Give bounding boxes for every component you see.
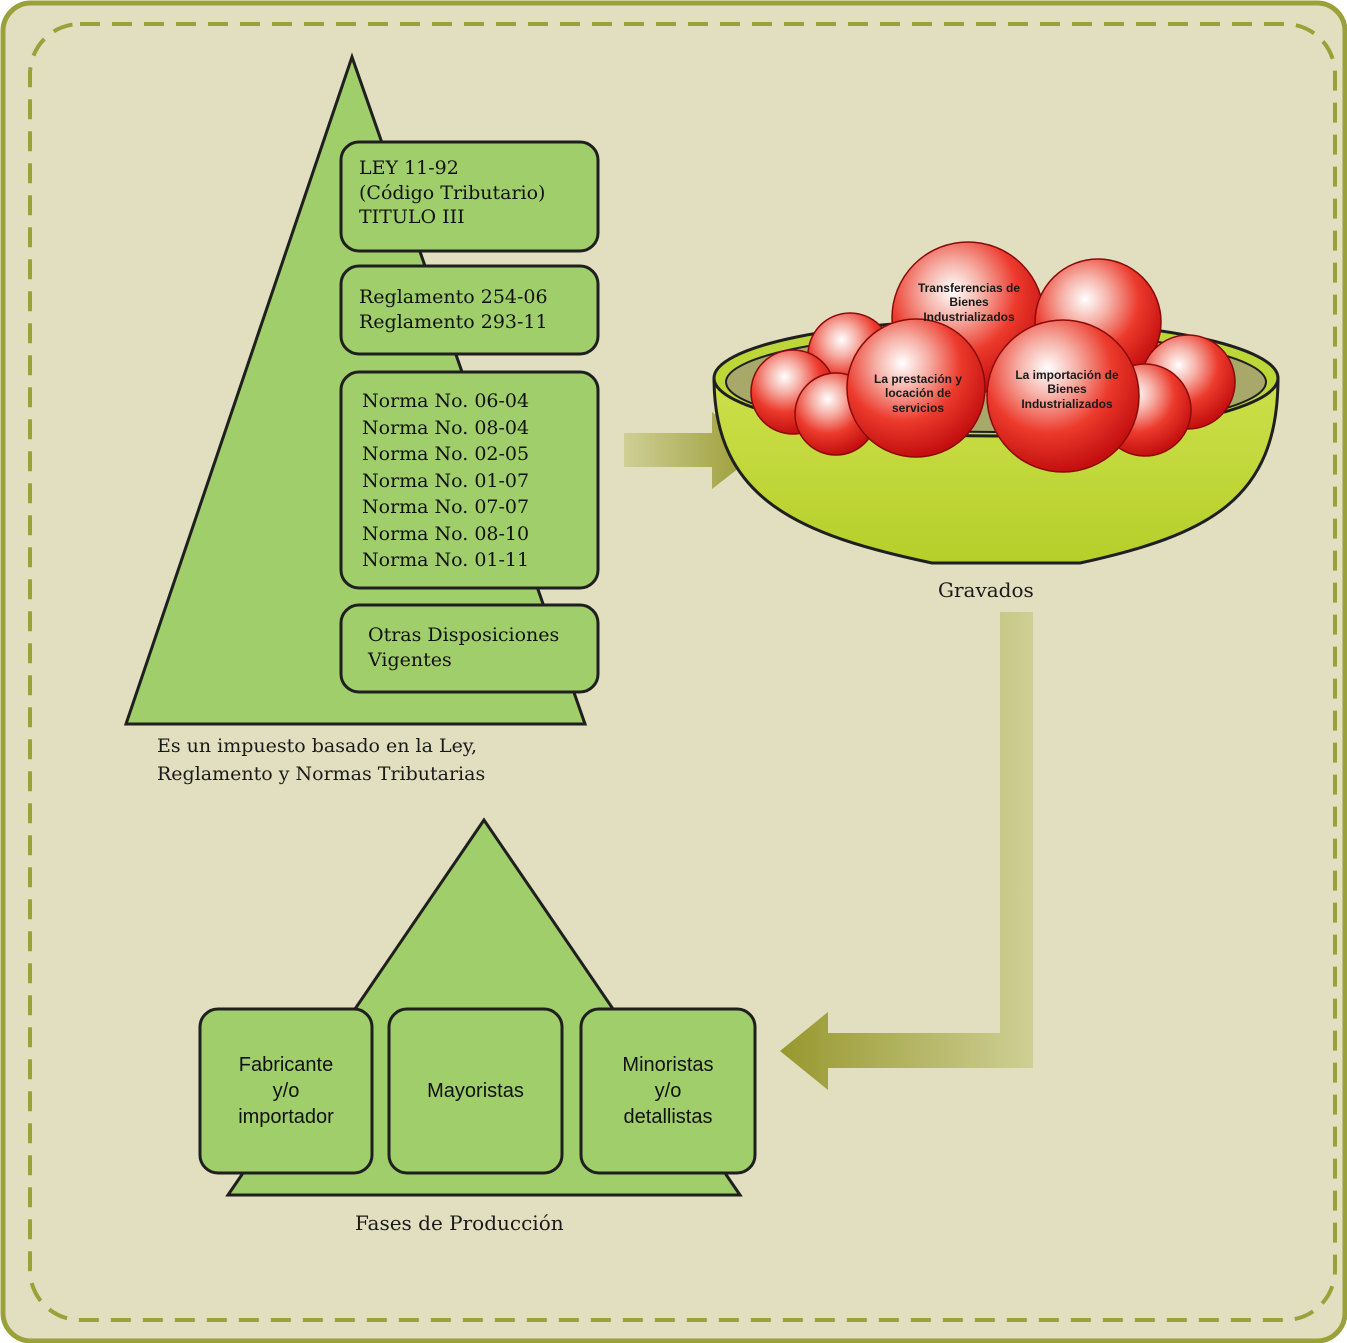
ball-prestacion: [846, 318, 986, 458]
other-provisions-text: Otras Disposiciones Vigentes: [368, 623, 559, 672]
norm-item: Norma No. 08-04: [362, 416, 530, 439]
phase-label-fabricante: Fabricante y/o importador: [238, 1054, 334, 1128]
ball-label-prestacion: La prestación y locación de servicios: [873, 372, 963, 415]
regulation-item: Reglamento 293-11: [359, 310, 548, 333]
bowl-caption: Gravados: [938, 578, 1034, 602]
law-subtitle: (Código Tributario): [359, 181, 546, 204]
norm-item: Norma No. 06-04: [362, 390, 530, 412]
norm-item: Norma No. 02-05: [362, 443, 530, 465]
law-caption: Es un impuesto basado en la Ley, Reglame…: [157, 733, 485, 788]
other-provisions-box: [339, 603, 600, 694]
ball-importacion: [986, 319, 1140, 473]
arrow-to-phases: [780, 612, 1033, 1090]
norm-item: Norma No. 08-10: [362, 522, 530, 545]
regulation-item: Reglamento 254-06: [359, 286, 548, 308]
norm-item: Norma No. 01-07: [362, 469, 530, 492]
regulations-list: Reglamento 254-06 Reglamento 293-11: [359, 285, 548, 334]
norms-list: Norma No. 06-04 Norma No. 08-04 Norma No…: [362, 388, 529, 574]
law-title: LEY 11-92: [359, 157, 459, 179]
phase-label-minoristas: Minoristas y/o detallistas: [622, 1054, 714, 1128]
phase-box-fabricante: [198, 1007, 374, 1175]
law-caption-line2: Reglamento y Normas Tributarias: [157, 762, 486, 785]
phase-label-mayoristas: Mayoristas: [427, 1080, 524, 1102]
production-caption: Fases de Producción: [355, 1211, 564, 1235]
ball-label-importacion: La importación de Bienes Industrializado…: [1015, 368, 1119, 411]
law-section: TITULO III: [359, 206, 465, 229]
other-provisions-line1: Otras Disposiciones: [368, 624, 560, 646]
phase-box-minoristas: [579, 1007, 757, 1175]
law-box: [339, 140, 600, 253]
norm-item: Norma No. 01-11: [362, 549, 530, 571]
other-provisions-line2: Vigentes: [368, 648, 452, 671]
law-box-text: LEY 11-92 (Código Tributario) TITULO III: [359, 156, 545, 230]
norms-box: [339, 370, 600, 590]
ball-label-transferencias: Transferencias de Bienes Industrializado…: [917, 281, 1021, 324]
law-caption-line1: Es un impuesto basado en la Ley,: [157, 735, 478, 757]
norm-item: Norma No. 07-07: [362, 496, 530, 518]
phase-box-mayoristas: [387, 1007, 564, 1175]
regulations-box: [339, 264, 600, 356]
